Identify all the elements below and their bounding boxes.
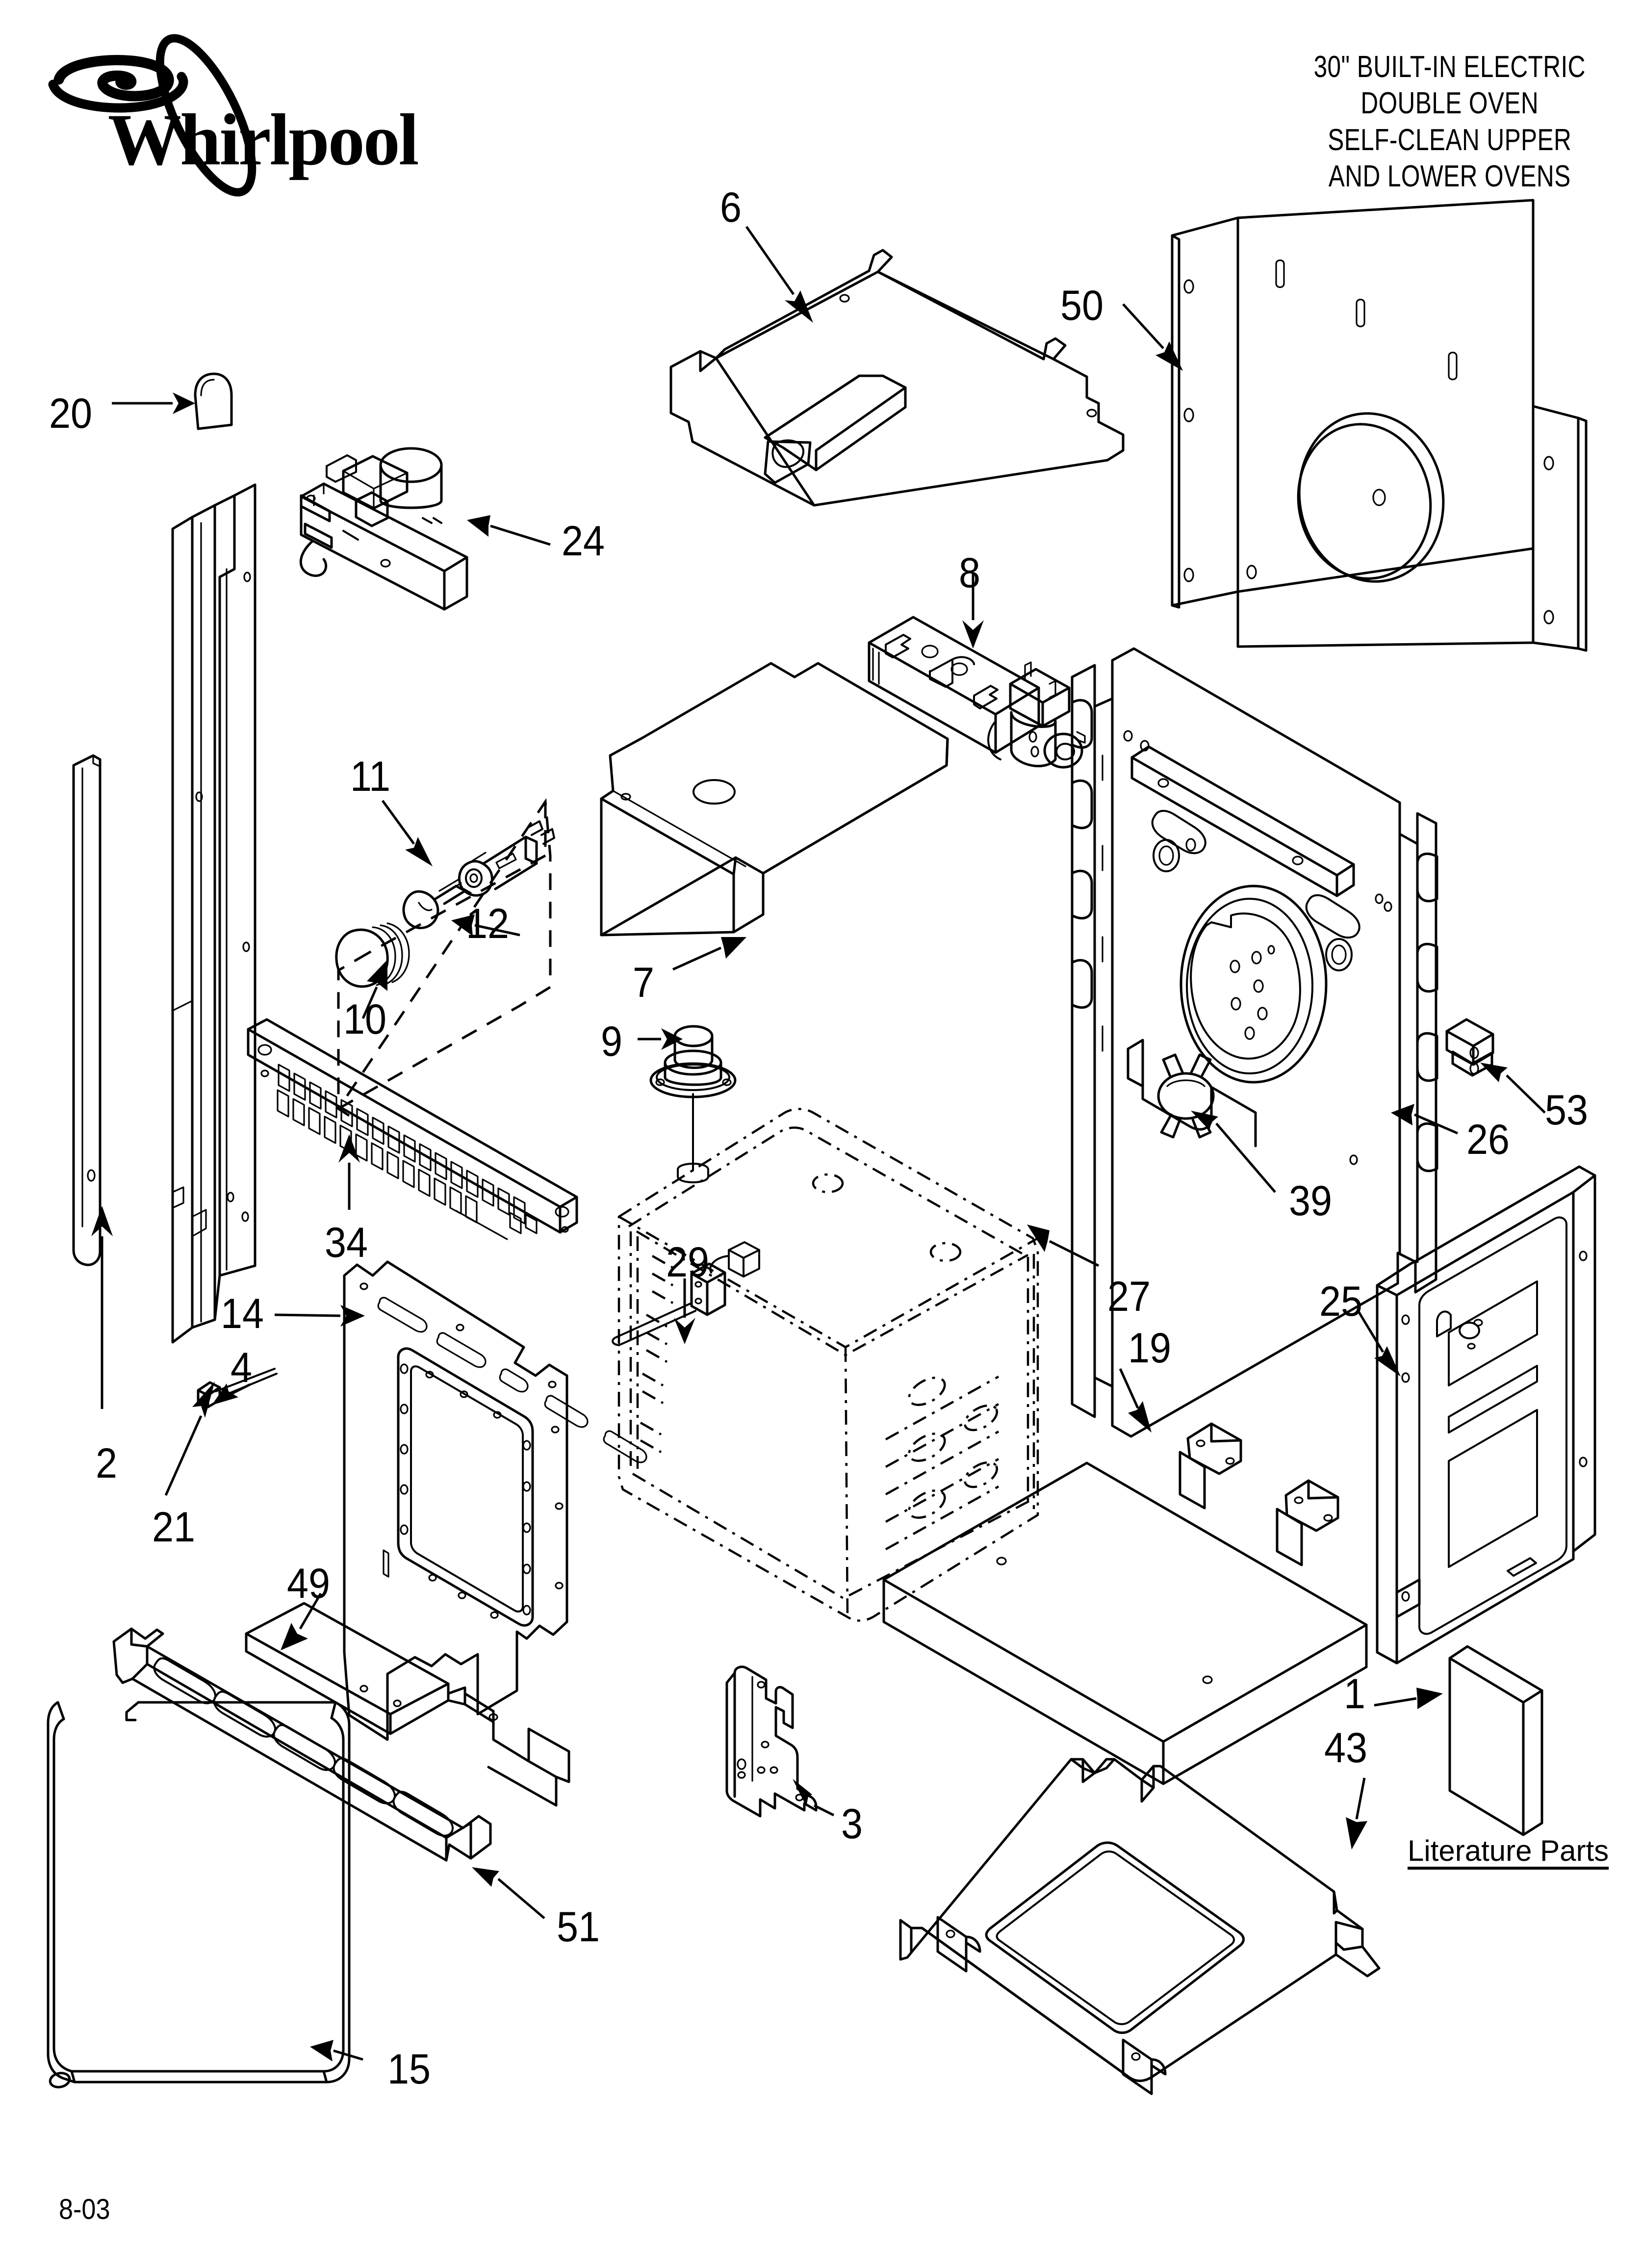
callout-43: 43 [1324,1724,1368,1772]
callout-27: 27 [1107,1273,1151,1320]
callout-29: 29 [666,1239,710,1286]
callout-7: 7 [633,959,655,1006]
literature-parts-label: Literature Parts [1408,1834,1609,1867]
callout-3: 3 [841,1800,863,1848]
leader-9 [638,1028,683,1050]
part-9-convection-fan-motor [649,1025,737,1183]
callout-11: 11 [350,753,391,800]
part-11-lamp-assembly-boundary [337,798,552,1117]
callout-14: 14 [221,1290,264,1337]
callout-12: 12 [466,900,510,947]
leader-50 [1122,303,1183,371]
callout-8: 8 [959,549,981,597]
part-20-trim-end-cap [194,372,233,430]
leader-12 [451,914,520,937]
title-line-3: SELF-CLEAN UPPER [1328,123,1572,157]
whirlpool-swirl-logo [48,34,257,197]
callout-15: 15 [387,2046,431,2093]
callout-34: 34 [325,1219,368,1266]
brand-wordmark: Whirlpool [108,99,419,181]
callout-25: 25 [1319,1278,1363,1325]
part-34-louver-vent-trim [247,1018,578,1240]
part-lamp-socket [458,820,555,897]
title-line-1: 30" BUILT-IN ELECTRIC [1313,50,1586,84]
part-8-door-lock-motor [868,616,1086,769]
leader-53 [1480,1063,1546,1114]
callout-24: 24 [562,518,605,565]
leader-27 [1027,1225,1100,1267]
part-12-lamp-bulb [402,878,466,929]
callout-1: 1 [1344,1670,1366,1718]
leader-24 [467,515,551,546]
callout-9: 9 [601,1018,623,1065]
part-53-wire-clip [1445,1018,1494,1077]
part-51-lower-vent-trim [112,1627,492,1862]
leader-49 [281,1592,322,1650]
leader-29 [674,1278,695,1344]
footer-date-code: 8-03 [59,2193,110,2225]
leader-8 [962,573,984,649]
part-6-top-vent-cover [669,249,1125,507]
callout-49: 49 [287,1560,331,1607]
callout-10: 10 [343,996,387,1043]
callout-21: 21 [152,1504,196,1551]
part-25-rear-access-panel [1376,1165,1596,1665]
title-line-4: AND LOWER OVENS [1328,159,1571,194]
leader-20 [112,392,195,414]
callout-20: 20 [49,390,93,437]
part-26-rear-panel [1071,647,1438,1438]
callout-53: 53 [1545,1087,1589,1134]
leader-10 [361,960,387,1019]
part-29-temperature-sensor [612,1241,760,1346]
leader-25 [1356,1309,1401,1377]
page-title: 30" BUILT-IN ELECTRIC DOUBLE OVEN SELF-C… [1314,49,1586,195]
part-50-side-panel [1171,199,1588,652]
leader-2 [91,1206,113,1409]
part-7-oven-top-shield [600,662,949,937]
part-21-front-trim-frame [171,483,257,1344]
callout-39: 39 [1289,1177,1333,1225]
callout-50: 50 [1060,282,1104,329]
part-24-thermostat-assembly [299,447,468,611]
leader-15 [310,2040,363,2061]
callout-51: 51 [557,1903,600,1951]
callout-2: 2 [96,1440,118,1487]
part-2-side-trim-rail [72,754,102,1266]
part-43-bottom-support-pan [899,1758,1381,2095]
leader-39 [1191,1111,1276,1193]
leader-43 [1346,1777,1367,1850]
leader-34 [338,1134,360,1210]
title-line-2: DOUBLE OVEN [1360,86,1539,121]
leader-4 [212,1383,251,1405]
part-3-mounting-bracket [725,1666,818,1818]
part-27-oven-cavity-liner [617,1108,1039,1622]
leader-1 [1374,1688,1443,1709]
callout-19: 19 [1128,1325,1172,1372]
whirlpool-logo: Whirlpool [44,29,419,197]
leader-21 [164,1382,215,1496]
callout-4: 4 [231,1344,253,1391]
part-14-oven-front-frame [343,1260,647,1741]
leader-3 [793,1779,835,1817]
part-1-use-and-care-guide [1448,1645,1543,1836]
part-49-support-bar [245,1602,570,1807]
leader-7 [672,937,746,971]
callout-26: 26 [1466,1116,1510,1163]
part-15-door-seal-gasket [47,1701,351,2088]
part-19-oven-divider-shelf [882,1422,1368,1785]
leader-11 [381,800,433,866]
leader-14 [274,1305,365,1327]
leader-26 [1391,1104,1458,1135]
leader-19 [1119,1368,1152,1433]
leader-6 [745,226,813,323]
callout-6: 6 [720,184,742,231]
leader-51 [472,1867,545,1919]
